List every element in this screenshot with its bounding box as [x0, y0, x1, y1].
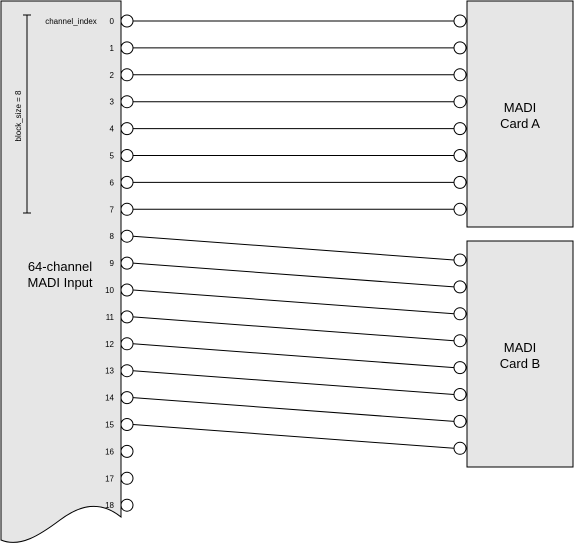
card-a-port	[453, 41, 467, 55]
input-title-line-2: MADI Input	[27, 275, 92, 290]
block-size-label: block_size = 8	[14, 90, 23, 141]
port-label: 10	[105, 286, 114, 295]
input-port	[120, 14, 134, 28]
port-label: 8	[110, 232, 115, 241]
channel-index-label: channel_index	[45, 17, 97, 26]
input-port	[120, 122, 134, 136]
output-ports	[453, 14, 467, 455]
port-label: 17	[105, 474, 114, 483]
card-b-port	[453, 280, 467, 294]
card-b-port	[453, 253, 467, 267]
connection-line	[132, 370, 455, 395]
port-label: 4	[110, 125, 115, 134]
port-label: 13	[105, 367, 114, 376]
connection-line	[132, 397, 455, 422]
port-label: 11	[106, 313, 115, 322]
card-a-title-line-1: MADI	[504, 100, 537, 115]
card-b-port	[453, 307, 467, 321]
port-label: 1	[110, 44, 115, 53]
input-title-line-1: 64-channel	[28, 259, 92, 274]
card-a-port	[453, 14, 467, 28]
input-port	[120, 471, 134, 485]
connection-line	[132, 316, 455, 342]
input-port	[120, 498, 134, 512]
card-b-title-line-2: Card B	[500, 356, 540, 371]
port-label: 6	[110, 178, 115, 187]
madi-card-b	[466, 240, 574, 468]
card-a-port	[453, 122, 467, 136]
card-b-port	[453, 361, 467, 375]
card-b-port	[453, 388, 467, 401]
connection-line	[132, 424, 455, 449]
port-label: 0	[110, 17, 115, 26]
port-label: 14	[105, 394, 114, 403]
port-label: 18	[105, 501, 114, 510]
card-a-port	[453, 95, 467, 109]
input-port	[120, 202, 134, 216]
madi-card-a	[466, 0, 574, 228]
input-port	[120, 229, 134, 243]
connection-line	[132, 235, 455, 261]
port-label: 12	[105, 340, 114, 349]
input-port	[120, 149, 134, 162]
input-port	[120, 41, 134, 55]
madi-input-block	[0, 0, 122, 543]
card-a-port	[453, 68, 467, 82]
port-label: 9	[110, 259, 115, 268]
input-port	[120, 256, 134, 270]
card-a-title-line-2: Card A	[500, 116, 540, 131]
input-port	[120, 444, 134, 458]
connection-line	[132, 289, 455, 315]
input-port	[120, 364, 134, 378]
card-b-port	[453, 414, 467, 428]
port-label: 5	[110, 152, 115, 161]
card-a-port	[453, 202, 467, 216]
input-port	[120, 95, 134, 109]
input-port	[120, 310, 134, 324]
port-label: 2	[110, 71, 115, 80]
block-size-bracket	[23, 14, 31, 214]
connection-line	[132, 262, 455, 288]
input-port	[120, 391, 134, 405]
port-label: 3	[110, 98, 115, 107]
port-label: 7	[110, 205, 115, 214]
card-b-port	[453, 334, 467, 348]
port-label: 16	[105, 447, 114, 456]
connection-lines	[132, 20, 455, 449]
card-b-title-line-1: MADI	[504, 340, 537, 355]
card-a-port	[453, 175, 467, 189]
connection-line	[132, 343, 455, 369]
input-port	[120, 175, 134, 189]
input-port	[120, 283, 134, 297]
input-port	[120, 418, 134, 431]
port-label: 15	[105, 421, 114, 430]
card-a-port	[453, 149, 467, 162]
input-port	[120, 337, 134, 351]
card-b-port	[453, 441, 467, 455]
input-port	[120, 68, 134, 82]
